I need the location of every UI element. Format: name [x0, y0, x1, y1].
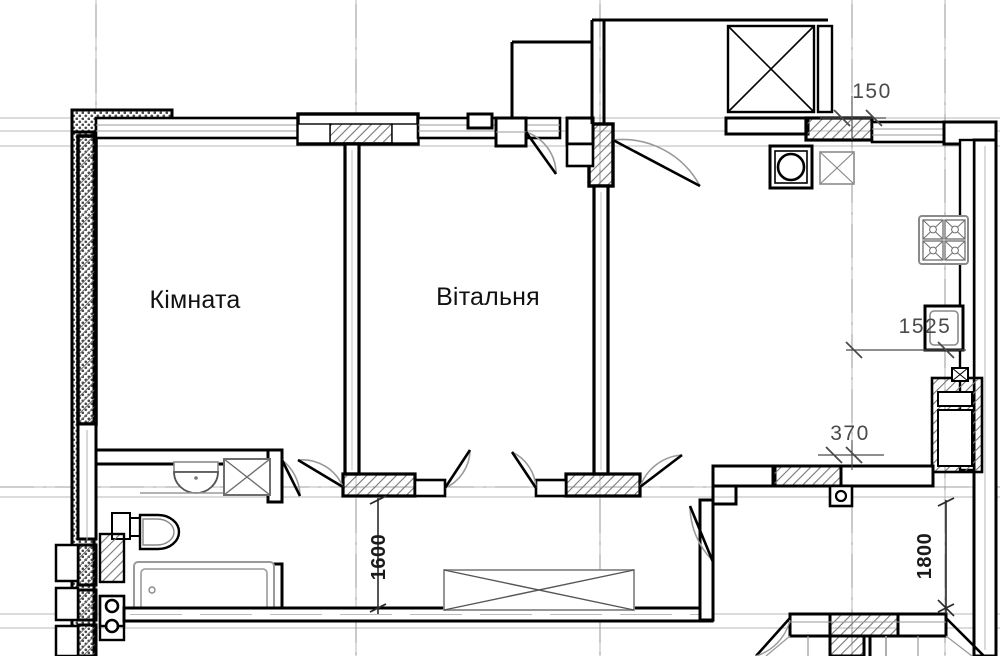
exterior-wall-bottom-right	[788, 612, 948, 656]
bathroom-cabinet-symbol	[223, 458, 271, 496]
entry-corridor-walls	[494, 18, 828, 148]
top-right-fixtures	[726, 24, 834, 114]
dimension-label-1525: 1525	[899, 315, 952, 338]
washing-machine-symbol	[768, 144, 814, 190]
dimension-lines	[369, 96, 966, 617]
closet-niche-symbol	[443, 569, 635, 611]
wall-pier-top-center	[296, 112, 420, 146]
dimension-label-1600: 1600	[368, 534, 390, 581]
partition-wall-center	[341, 142, 447, 498]
door-swings	[280, 131, 985, 656]
hall-walls	[122, 498, 715, 623]
dimension-label-1800: 1800	[914, 533, 936, 580]
room-label-kimnata: Кімната	[150, 286, 241, 314]
door-leaf-guides	[765, 635, 973, 656]
exterior-wall-left	[54, 108, 98, 656]
window-kimnata	[94, 116, 304, 140]
stove-cooktop-symbol	[918, 215, 969, 265]
sink-symbol	[140, 461, 250, 494]
bathtub-symbol	[133, 561, 275, 619]
exterior-wall-top	[70, 108, 304, 140]
window-mullion	[466, 112, 494, 130]
partition-wall-right	[534, 116, 642, 498]
pipe-risers	[98, 532, 126, 642]
exterior-wall-top-right	[724, 116, 998, 146]
refrigerator-symbol	[930, 367, 984, 474]
dimension-label-370: 370	[830, 422, 870, 445]
kitchen-walls	[711, 464, 935, 508]
room-label-vitalnya: Вітальня	[436, 283, 540, 311]
appliance-box-symbol	[819, 151, 855, 185]
kitchen-cabinet-symbol	[923, 304, 965, 352]
toilet-symbol	[111, 512, 181, 551]
dimension-label-150: 150	[852, 80, 892, 103]
